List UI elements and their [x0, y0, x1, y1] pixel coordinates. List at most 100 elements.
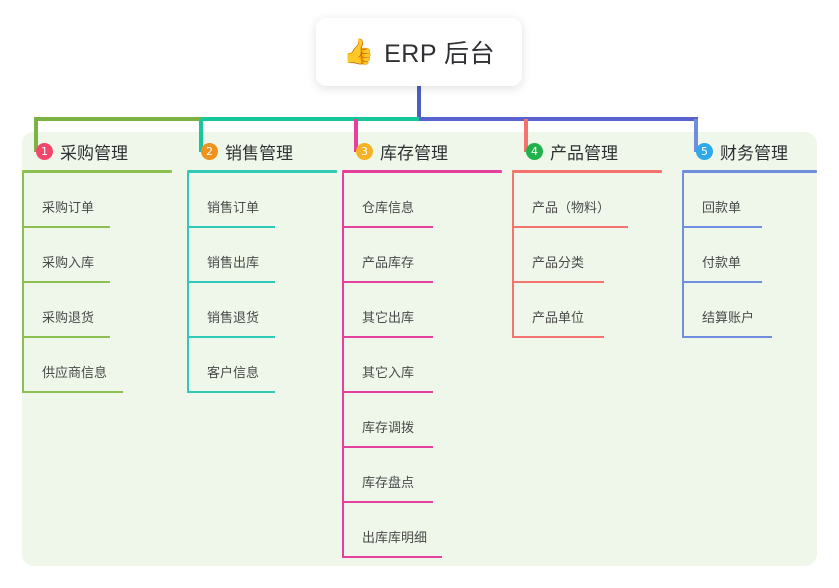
- list-item[interactable]: 其它出库: [342, 283, 502, 338]
- item-rail: [187, 173, 189, 228]
- item-label: 回款单: [702, 200, 742, 215]
- list-item[interactable]: 产品库存: [342, 228, 502, 283]
- list-item[interactable]: 付款单: [682, 228, 817, 283]
- list-item[interactable]: 供应商信息: [22, 338, 172, 393]
- column-underline-3: [342, 170, 502, 173]
- item-underline: [342, 501, 433, 503]
- list-item[interactable]: 销售出库: [187, 228, 337, 283]
- item-label: 其它出库: [362, 310, 415, 325]
- list-item[interactable]: 产品单位: [512, 283, 662, 338]
- item-underline: [512, 281, 604, 283]
- item-rail: [342, 503, 344, 558]
- column-title-5: 财务管理: [720, 143, 788, 163]
- item-label: 销售出库: [207, 255, 260, 270]
- item-rail: [187, 283, 189, 338]
- item-underline: [342, 391, 433, 393]
- column-header-1[interactable]: 1 采购管理: [22, 132, 172, 170]
- list-item[interactable]: 采购退货: [22, 283, 172, 338]
- item-underline: [187, 336, 275, 338]
- list-item[interactable]: 库存盘点: [342, 448, 502, 503]
- item-rail: [682, 173, 684, 228]
- column-items-5: 回款单付款单结算账户: [682, 173, 817, 338]
- column-badge-3: 3: [356, 142, 373, 160]
- column-header-3[interactable]: 3 库存管理: [342, 132, 502, 170]
- column-underline-5: [682, 170, 817, 173]
- item-rail: [512, 228, 514, 283]
- list-item[interactable]: 出库库明细: [342, 503, 502, 558]
- item-underline: [187, 281, 275, 283]
- item-label: 销售退货: [207, 310, 260, 325]
- list-item[interactable]: 采购订单: [22, 173, 172, 228]
- item-underline: [342, 336, 433, 338]
- item-underline: [22, 391, 123, 393]
- list-item[interactable]: 库存调拨: [342, 393, 502, 448]
- item-rail: [342, 448, 344, 503]
- item-underline: [342, 556, 442, 558]
- column-1: 1 采购管理采购订单采购入库采购退货供应商信息: [22, 132, 172, 393]
- item-label: 产品单位: [532, 310, 585, 325]
- root-node-card[interactable]: 👍 ERP 后台: [316, 18, 522, 86]
- column-title-2: 销售管理: [225, 143, 293, 163]
- column-items-2: 销售订单销售出库销售退货客户信息: [187, 173, 337, 393]
- item-underline: [187, 226, 275, 228]
- item-underline: [342, 226, 433, 228]
- list-item[interactable]: 仓库信息: [342, 173, 502, 228]
- column-underline-1: [22, 170, 172, 173]
- item-rail: [22, 228, 24, 283]
- column-items-1: 采购订单采购入库采购退货供应商信息: [22, 173, 172, 393]
- column-title-3: 库存管理: [380, 143, 448, 163]
- list-item[interactable]: 采购入库: [22, 228, 172, 283]
- list-item[interactable]: 销售退货: [187, 283, 337, 338]
- item-underline: [187, 391, 275, 393]
- column-2: 2 销售管理销售订单销售出库销售退货客户信息: [187, 132, 337, 393]
- item-underline: [512, 226, 628, 228]
- list-item[interactable]: 其它入库: [342, 338, 502, 393]
- item-rail: [22, 338, 24, 393]
- item-label: 采购入库: [42, 255, 95, 270]
- item-rail: [342, 393, 344, 448]
- item-label: 产品（物料）: [532, 200, 611, 215]
- list-item[interactable]: 销售订单: [187, 173, 337, 228]
- item-rail: [512, 283, 514, 338]
- item-underline: [682, 336, 772, 338]
- item-label: 出库库明细: [362, 530, 428, 545]
- item-underline: [682, 281, 762, 283]
- item-label: 销售订单: [207, 200, 260, 215]
- item-label: 仓库信息: [362, 200, 415, 215]
- item-rail: [187, 338, 189, 393]
- list-item[interactable]: 客户信息: [187, 338, 337, 393]
- column-items-4: 产品（物料） 产品分类产品单位: [512, 173, 662, 338]
- column-3: 3 库存管理仓库信息产品库存其它出库其它入库库存调拨库存盘点出库库明细: [342, 132, 502, 558]
- column-title-1: 采购管理: [60, 143, 128, 163]
- item-underline: [342, 446, 433, 448]
- list-item[interactable]: 回款单: [682, 173, 817, 228]
- item-label: 付款单: [702, 255, 742, 270]
- thumbs-up-icon: 👍: [342, 37, 375, 66]
- column-underline-4: [512, 170, 662, 173]
- item-underline: [22, 281, 110, 283]
- list-item[interactable]: 结算账户: [682, 283, 817, 338]
- item-underline: [22, 226, 110, 228]
- item-rail: [22, 173, 24, 228]
- item-rail: [342, 338, 344, 393]
- column-title-4: 产品管理: [550, 143, 618, 163]
- item-label: 采购退货: [42, 310, 95, 325]
- column-badge-1: 1: [36, 142, 53, 160]
- item-label: 其它入库: [362, 365, 415, 380]
- column-header-2[interactable]: 2 销售管理: [187, 132, 337, 170]
- item-label: 结算账户: [702, 310, 755, 325]
- column-container: 1 采购管理采购订单采购入库采购退货供应商信息 2 销售管理销售订单销售出库销售退货客…: [22, 132, 817, 566]
- item-rail: [512, 173, 514, 228]
- root-node-title: ERP 后台: [384, 40, 496, 68]
- column-badge-2: 2: [201, 142, 218, 160]
- list-item[interactable]: 产品分类: [512, 228, 662, 283]
- list-item[interactable]: 产品（物料）: [512, 173, 662, 228]
- column-underline-2: [187, 170, 337, 173]
- item-rail: [187, 228, 189, 283]
- item-label: 客户信息: [207, 365, 260, 380]
- item-rail: [682, 228, 684, 283]
